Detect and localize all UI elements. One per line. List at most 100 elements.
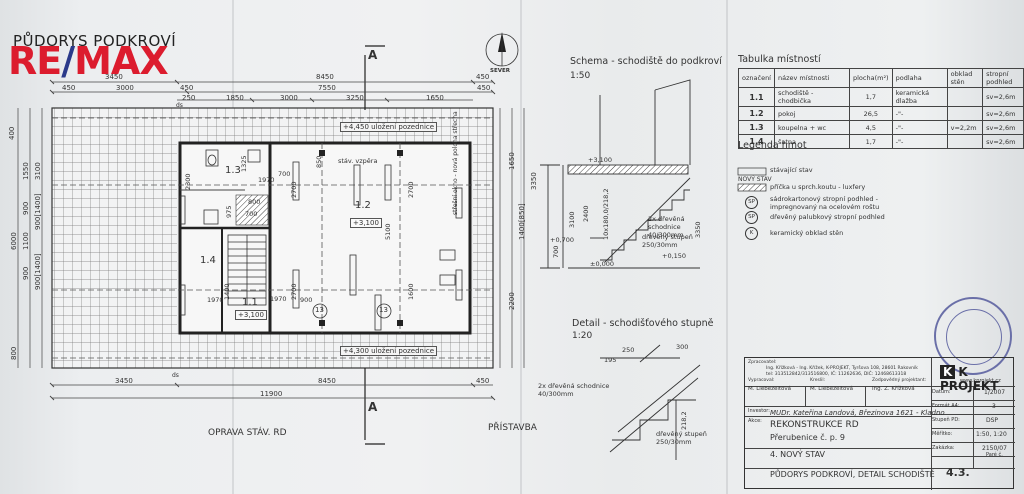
legend-symbol: K (745, 227, 758, 240)
dim-text: 3450 (105, 73, 123, 81)
dim-text: 450 (476, 377, 490, 385)
dim-text: 3350 (530, 172, 538, 190)
section-mark: A (368, 400, 378, 414)
table-cell (946, 87, 984, 107)
room-number: 1.2 (355, 200, 371, 211)
table-cell: sv=2,6m (982, 120, 1024, 135)
legend-item: stávající stav (770, 166, 813, 174)
dim-text: 3100 (568, 211, 576, 228)
dim-text: 800 (10, 346, 18, 360)
legend-item: sádrokartonový stropní podhled - impregn… (770, 195, 880, 211)
brand-logo: RE/MAX (8, 39, 169, 83)
table-row: 1.2 pokoj 26,5 -"- sv=2,6m (738, 106, 1024, 121)
plan-note: 2700 (407, 181, 415, 198)
table-header: název místnosti (774, 68, 850, 88)
dim-text: 250 (622, 346, 635, 354)
north-arrow-icon (485, 32, 519, 67)
legend-item: keramický obklad stěn (770, 229, 844, 237)
dim-text: 3450 (115, 377, 133, 385)
dim-text: 6000 (10, 232, 18, 250)
schema-scale: 1:50 (570, 71, 591, 81)
plan-note: 900 (300, 296, 313, 304)
rooms-table-title: Tabulka místností (738, 54, 821, 65)
tb-investor-label: Investor: (748, 408, 770, 414)
tb-name: M. Liebezeitová (810, 386, 854, 392)
dim-text: 3000 (280, 94, 298, 102)
table-cell: 4,5 (849, 120, 893, 135)
table-cell: šatna (774, 134, 850, 149)
level-label: +4,300 uložení pozednice (340, 346, 438, 356)
step-detail (600, 344, 701, 460)
plan-note: 1400 (223, 283, 231, 300)
detail-note: dřevěný stupeň 250/30mm (656, 430, 707, 446)
plan-note: 2300 (184, 173, 192, 190)
tb-role: Zpracovatel: (748, 360, 777, 365)
table-header: stropní podhled (982, 68, 1024, 88)
table-header-row: označení název místnosti plocha(m²) podl… (738, 68, 1024, 88)
rooms-table: označení název místnosti plocha(m²) podl… (738, 68, 1024, 149)
plan-note: 700 (278, 170, 291, 178)
title-block (744, 357, 1015, 490)
dim-text: 250 (182, 94, 196, 102)
tb-field-value: 1/2007 (984, 389, 1006, 396)
dim-text: 300 (676, 343, 689, 351)
table-cell: -"- (891, 134, 948, 149)
table-cell: schodiště - chodbička (774, 87, 850, 107)
tb-address: Přerubenice č. p. 9 (770, 433, 845, 442)
plan-note: 800 (248, 198, 261, 206)
dim-text: 8450 (318, 377, 336, 385)
table-row: 1.3 koupelna + wc 4,5 -"- v=2,2m sv=2,6m (738, 120, 1024, 135)
table-cell: 1,7 (849, 134, 893, 149)
table-row: 1.1 schodiště - chodbička 1,7 keramická … (738, 87, 1024, 107)
level-label: +3,100 (588, 156, 613, 164)
tb-field-value: DSP (986, 417, 999, 424)
detail-note: 2x dřevěná schodnice 40/300mm (538, 382, 610, 398)
section-mark: A (368, 48, 378, 62)
table-cell: 1.3 (738, 120, 775, 135)
tb-drawing: PŮDORYS PODKROVÍ, DETAIL SCHODIŠTĚ (770, 470, 935, 479)
tb-field-value: 1:50, 1:20 (976, 431, 1007, 438)
table-cell: 26,5 (849, 106, 893, 121)
dim-text: 11900 (260, 390, 283, 398)
plan-note: 5100 (384, 223, 392, 240)
extension-label: PŘÍSTAVBA (488, 423, 537, 433)
plan-note: 1970 (258, 176, 275, 184)
company-web: www.kprojekt.cz (960, 378, 1001, 384)
tb-name: Ing. Z. Křížková (872, 386, 915, 392)
table-cell: keramická dlažba (891, 87, 948, 107)
dim-text: 450 (62, 84, 76, 92)
north-label: SEVER (490, 68, 510, 74)
dim-text: 1400[850] (518, 203, 526, 240)
table-cell: pokoj (774, 106, 850, 121)
table-cell: 1.1 (738, 87, 775, 107)
legend-item: dřevěný palubkový stropní podhled (770, 213, 885, 221)
plan-note: 850 (315, 155, 323, 168)
circle-mark: 13 (315, 306, 324, 314)
table-cell: 1,7 (849, 87, 893, 107)
schema-note: dřevěný stupeň 250/30mm (642, 233, 693, 249)
stair-schema (540, 79, 700, 269)
tb-part: 4. NOVÝ STAV (770, 450, 825, 459)
tb-field-value: 3 (992, 403, 996, 410)
detail-scale: 1:20 (572, 331, 593, 341)
plan-note: 1970 (207, 296, 224, 304)
level-label: +4,450 uložení pozednice (340, 122, 438, 132)
legend-symbol: SP (745, 211, 758, 224)
level-label: ±0,000 (590, 260, 615, 268)
table-cell: sv=2,6m (982, 87, 1024, 107)
dim-text: 3000 (116, 84, 134, 92)
dim-text: 3100 (34, 162, 42, 180)
tb-role: Kreslil: (810, 378, 826, 383)
detail-title: Detail - schodišťového stupně (572, 318, 714, 329)
table-cell: sv=2,6m (982, 134, 1024, 149)
table-header: plocha(m²) (849, 68, 893, 88)
tb-field-label: Měřítko: (932, 431, 953, 437)
circle-mark: 13 (379, 306, 388, 314)
dim-text: 1100 (22, 232, 30, 250)
table-cell: koupelna + wc (774, 120, 850, 135)
legend-title: Legenda hmot (738, 140, 807, 151)
engineer-stamp (934, 297, 1012, 375)
tb-tel: tel: 313512842/313516800, IČ: 11262636, … (766, 372, 907, 377)
table-cell: sv=2,6m (982, 106, 1024, 121)
table-cell: 1.2 (738, 106, 775, 121)
